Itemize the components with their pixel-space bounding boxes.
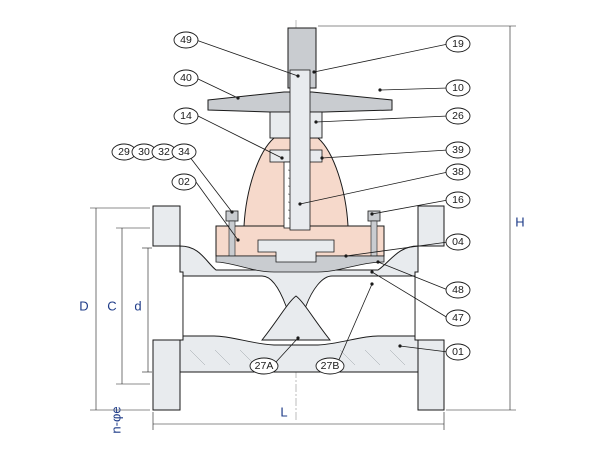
callout-40-label: 40 <box>180 72 192 84</box>
flow-passage <box>182 275 416 346</box>
valve-body <box>152 205 445 411</box>
callout-01: 01 <box>445 343 471 361</box>
dim-label-C: C <box>107 299 116 314</box>
dim-label-bolt: n-φe <box>109 406 124 433</box>
callout-02-label: 02 <box>178 176 190 188</box>
callout-14-label: 14 <box>180 110 192 122</box>
callout-26: 26 <box>445 107 471 125</box>
bolt-shaft-left <box>228 220 236 257</box>
dim-label-D: D <box>79 299 88 314</box>
callout-16-label: 16 <box>452 194 464 206</box>
leader-lines <box>185 39 449 363</box>
right-flange-top <box>417 205 445 247</box>
callout-01-label: 01 <box>452 346 464 358</box>
right-flange-bottom <box>417 339 445 411</box>
callout-27B: 27B <box>315 357 345 375</box>
callout-19-label: 19 <box>452 38 464 50</box>
dim-label-H: H <box>515 215 524 230</box>
compressor <box>257 239 335 263</box>
callout-04-label: 04 <box>452 236 464 248</box>
stem-rod <box>289 69 311 231</box>
dim-label-d: d <box>134 299 141 314</box>
dimensions: D C d n-φe H L <box>79 25 525 434</box>
callout-49-label: 49 <box>180 34 192 46</box>
left-flange-top <box>152 205 181 247</box>
callout-34: 34 <box>171 143 197 161</box>
callout-16: 16 <box>445 191 471 209</box>
callout-27A-label: 27A <box>255 360 274 372</box>
bonnet-assembly <box>215 210 385 273</box>
callout-10: 10 <box>445 79 471 97</box>
callout-39: 39 <box>445 141 471 159</box>
callout-26-label: 26 <box>452 110 464 122</box>
left-flange-bottom <box>152 339 181 411</box>
callout-29-label: 29 <box>118 146 130 158</box>
bolt-shaft-right <box>370 220 378 257</box>
callout-49: 49 <box>173 31 199 49</box>
callout-30-label: 30 <box>138 146 150 158</box>
dim-label-L: L <box>280 405 287 420</box>
callout-14: 14 <box>173 107 199 125</box>
weir <box>261 295 331 341</box>
diaphragm <box>215 255 385 273</box>
callout-04: 04 <box>445 233 471 251</box>
callout-27B-label: 27B <box>321 360 340 372</box>
callout-48-label: 48 <box>452 284 464 296</box>
callout-38: 38 <box>445 163 471 181</box>
callout-38-label: 38 <box>452 166 464 178</box>
callout-34-label: 34 <box>178 146 190 158</box>
callout-39-label: 39 <box>452 144 464 156</box>
callout-32-label: 32 <box>158 146 170 158</box>
callout-48: 48 <box>445 281 471 299</box>
callout-47: 47 <box>445 309 471 327</box>
callout-10-label: 10 <box>452 82 464 94</box>
callout-02: 02 <box>171 173 197 191</box>
callout-19: 19 <box>445 35 471 53</box>
callout-47-label: 47 <box>452 312 464 324</box>
stem <box>287 27 317 231</box>
callout-40: 40 <box>173 69 199 87</box>
callout-27A: 27A <box>249 357 279 375</box>
